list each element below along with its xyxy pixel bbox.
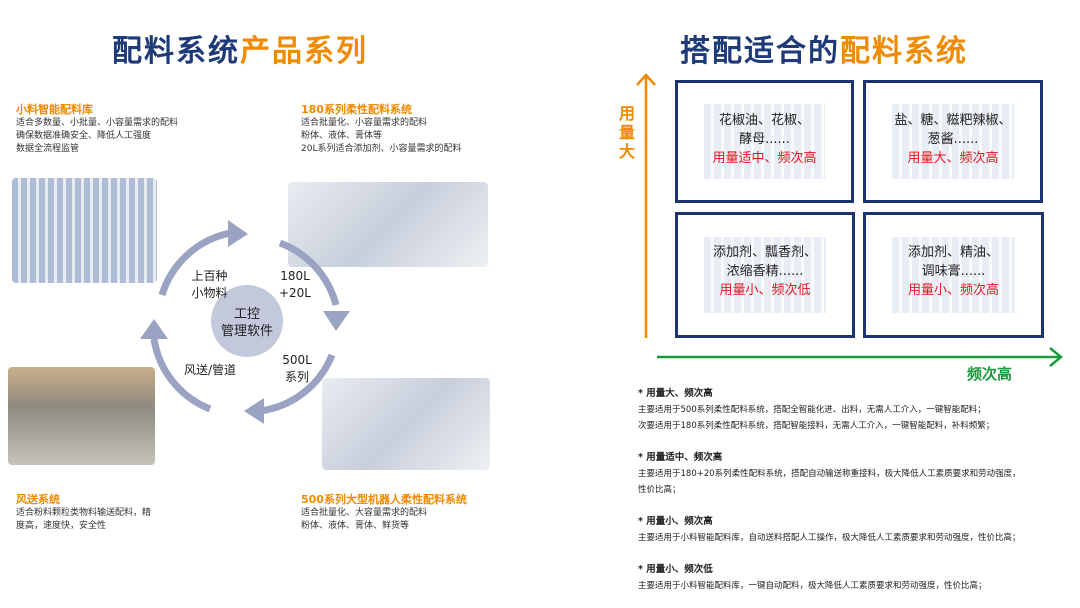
note-heading: * 用量小、频次高 bbox=[638, 516, 713, 527]
cycle-arc bbox=[150, 338, 212, 413]
quadrant-text: 酵母...... bbox=[739, 132, 790, 147]
product-pneumatic-conveying: 风送系统 适合粉料颗粒类物料输送配料，精 度高，速度快，安全性 bbox=[16, 493, 151, 533]
quadrant-text: 浓缩香精...... bbox=[726, 264, 804, 279]
machine-image bbox=[892, 236, 1015, 314]
180-series-machine-image bbox=[288, 182, 488, 267]
left-title: 配料系统产品系列 bbox=[112, 26, 368, 70]
machine-image bbox=[703, 104, 826, 179]
quadrant-text: 盐、糖、糍粑辣椒、 bbox=[894, 113, 1012, 128]
arrow-head-icon bbox=[323, 311, 350, 331]
product-desc: 度高，速度快，安全性 bbox=[16, 521, 107, 531]
cycle-diagram bbox=[140, 220, 350, 424]
quadrant-small-low: 添加剂、瓢香剂、浓缩香精...... 用量小、频次低 bbox=[675, 212, 855, 338]
title-part1: 搭配适合的 bbox=[680, 34, 840, 69]
y-label-char: 大 bbox=[618, 142, 635, 161]
quadrant-text: 花椒油、花椒、 bbox=[718, 113, 810, 128]
product-desc: 适合多数量、小批量、小容量需求的配料 bbox=[16, 118, 179, 128]
product-title: 500系列大型机器人柔性配料系统 bbox=[301, 493, 467, 506]
title-part2: 产品系列 bbox=[240, 34, 368, 69]
quadrant-tag: 用量小、频次高 bbox=[907, 283, 999, 298]
cycle-label-small-material: 上百种小物料 bbox=[182, 268, 237, 302]
cycle-line: 系列 bbox=[284, 370, 309, 384]
500-series-robot-image bbox=[322, 378, 490, 470]
cycle-line: 小物料 bbox=[191, 286, 228, 300]
usage-notes: * 用量大、频次高 主要适用于500系列柔性配料系统，搭配全智能化进、出料，无需… bbox=[638, 386, 1078, 594]
product-desc: 粉体、液体、膏体、鲜货等 bbox=[301, 521, 410, 531]
small-material-library-image bbox=[12, 178, 157, 283]
note-heading: * 用量小、频次低 bbox=[638, 564, 713, 575]
pneumatic-system-photo bbox=[8, 367, 155, 465]
product-small-material-library: 小料智能配料库 适合多数量、小批量、小容量需求的配料 确保数据准确安全、降低人工… bbox=[16, 103, 178, 156]
machine-image bbox=[704, 236, 826, 314]
quadrant-text: 添加剂、瓢香剂、 bbox=[712, 245, 817, 260]
cycle-label-pneumatic: 风送/管道 bbox=[175, 362, 245, 379]
quadrant-tag: 用量大、频次高 bbox=[907, 151, 999, 166]
cycle-line: 500L bbox=[282, 353, 312, 367]
product-desc: 适合批量化、大容量需求的配料 bbox=[301, 508, 428, 518]
product-title: 风送系统 bbox=[16, 493, 60, 506]
cycle-arc bbox=[158, 229, 231, 297]
x-arrow-icon bbox=[1049, 347, 1063, 367]
note-heading: * 用量大、频次高 bbox=[638, 388, 713, 399]
y-axis-label: 用量大 bbox=[617, 104, 637, 161]
quadrant-medium-high: 花椒油、花椒、酵母...... 用量适中、频次高 bbox=[675, 80, 854, 203]
product-desc: 确保数据准确安全、降低人工强度 bbox=[16, 131, 152, 141]
product-180-series: 180系列柔性配料系统 适合批量化、小容量需求的配料 粉体、液体、膏体等 20L… bbox=[301, 103, 461, 156]
y-arrow-icon bbox=[636, 73, 656, 86]
note-line: 次要适用于180系列柔性配料系统，搭配智能接料，无需人工介入，一键智能配料，补料… bbox=[638, 421, 995, 431]
y-label-char: 量 bbox=[618, 123, 635, 142]
quadrant-large-high: 盐、糖、糍粑辣椒、葱酱...... 用量大、频次高 bbox=[863, 80, 1043, 203]
quadrant-small-high: 添加剂、精油、调味膏...... 用量小、频次高 bbox=[863, 212, 1044, 338]
matrix-axes bbox=[636, 73, 1063, 367]
arrow-head-icon bbox=[140, 319, 168, 339]
product-desc: 数据全流程监管 bbox=[16, 144, 80, 154]
center-circle bbox=[211, 285, 283, 357]
product-desc: 适合批量化、小容量需求的配料 bbox=[301, 118, 428, 128]
cycle-label-180l: 180L +20L bbox=[270, 268, 320, 302]
cycle-line: 180L bbox=[280, 269, 310, 283]
product-desc: 粉体、液体、膏体等 bbox=[301, 131, 383, 141]
note-line: 主要适用于500系列柔性配料系统，搭配全智能化进、出料，无需人工介入，一键智能配… bbox=[638, 405, 986, 415]
product-title: 180系列柔性配料系统 bbox=[301, 103, 412, 116]
quadrant-text: 添加剂、精油、 bbox=[907, 245, 999, 260]
arrow-head-icon bbox=[244, 398, 264, 424]
note-line: 性价比高； bbox=[638, 485, 681, 495]
quadrant-text: 葱酱...... bbox=[927, 132, 979, 147]
product-500-series: 500系列大型机器人柔性配料系统 适合批量化、大容量需求的配料 粉体、液体、膏体… bbox=[301, 493, 467, 533]
title-part2: 配料系统 bbox=[840, 34, 968, 69]
note-heading: * 用量适中、频次高 bbox=[638, 452, 723, 463]
note-line: 主要适用于小料智能配料库，一键自动配料，极大降低人工素质要求和劳动强度，性价比高… bbox=[638, 581, 987, 591]
cycle-arc bbox=[259, 353, 336, 415]
title-part1: 配料系统 bbox=[112, 34, 240, 69]
quadrant-tag: 用量适中、频次高 bbox=[712, 151, 817, 166]
cycle-center-label: 工控管理软件 bbox=[212, 306, 282, 340]
y-label-char: 用 bbox=[618, 104, 635, 123]
cycle-line: 上百种 bbox=[191, 269, 228, 283]
machine-image bbox=[892, 104, 1014, 179]
product-desc: 适合粉料颗粒类物料输送配料，精 bbox=[16, 508, 152, 518]
x-axis-label: 频次高 bbox=[967, 365, 1013, 383]
note-line: 主要适用于小料智能配料库，自动送料搭配人工操作，极大降低人工素质要求和劳动强度，… bbox=[638, 533, 1021, 543]
cycle-arc bbox=[278, 239, 340, 306]
right-title: 搭配适合的配料系统 bbox=[680, 26, 968, 70]
quadrant-text: 调味膏...... bbox=[921, 264, 986, 279]
cycle-label-500l: 500L 系列 bbox=[272, 352, 322, 386]
cycle-line: +20L bbox=[278, 286, 311, 300]
quadrant-tag: 用量小、频次低 bbox=[719, 283, 811, 298]
product-title: 小料智能配料库 bbox=[16, 103, 93, 116]
product-desc: 20L系列适合添加剂、小容量需求的配料 bbox=[301, 144, 462, 154]
cycle-line: 风送/管道 bbox=[183, 363, 237, 377]
arrow-head-icon bbox=[228, 220, 248, 247]
note-line: 主要适用于180+20系列柔性配料系统，搭配自动输送称重接料，极大降低人工素质要… bbox=[638, 469, 1021, 479]
center-line: 管理软件 bbox=[220, 324, 273, 339]
center-line: 工控 bbox=[233, 307, 260, 322]
